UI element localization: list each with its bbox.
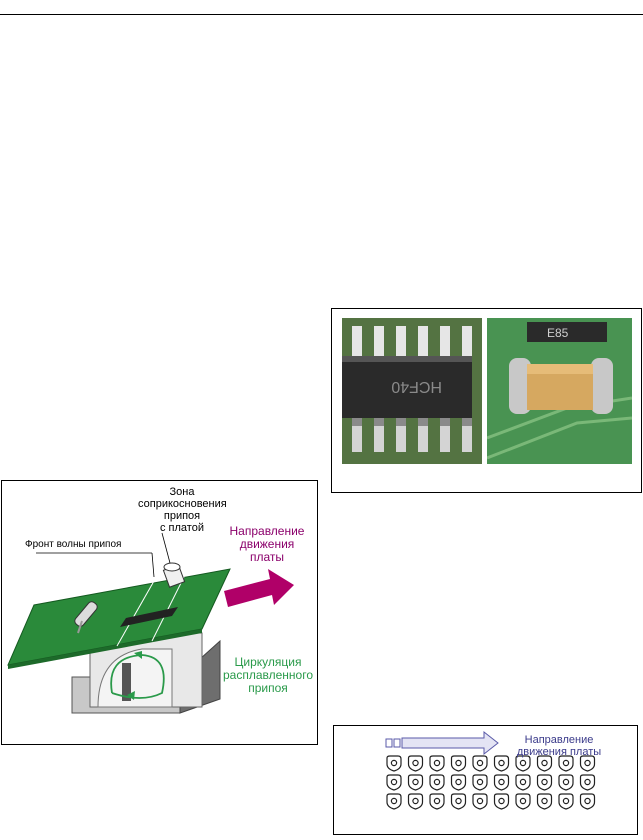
- solder-pad: [558, 774, 574, 791]
- solder-pad: [407, 774, 424, 791]
- circulation-label: Циркуляция расплавленного припоя: [222, 655, 313, 695]
- wave-soldering-diagram: [7, 532, 294, 714]
- contact-line-right: [151, 576, 185, 642]
- pad-hole: [390, 759, 398, 767]
- pad-hole: [390, 797, 398, 805]
- pad-hole: [498, 797, 505, 805]
- capacitor: [162, 562, 186, 588]
- pad-hole: [476, 797, 484, 805]
- nozzle-baffle: [122, 663, 131, 701]
- solder-pad: [407, 793, 424, 810]
- pad-hole: [562, 759, 570, 767]
- solder-pad: [558, 793, 574, 810]
- solder-pad: [429, 774, 445, 791]
- solder-pad: [386, 793, 402, 810]
- pad-hole: [584, 778, 591, 786]
- wave-soldering-figure: Зона соприкосновения припоя с платой Фро…: [1, 480, 318, 745]
- pad-hole: [476, 759, 484, 767]
- contact-line-left: [116, 580, 155, 647]
- pad-layout-figure: Направление движения платы: [333, 725, 638, 835]
- solder-pad: [536, 774, 553, 791]
- solder-pad: [536, 793, 553, 810]
- circulation-arrowhead-bottom: [127, 691, 135, 700]
- solder-pad: [450, 755, 467, 772]
- board-direction-arrow: [401, 730, 499, 756]
- pad-hole: [433, 778, 441, 786]
- pad-hole: [519, 797, 527, 805]
- solder-pad: [515, 793, 531, 810]
- pad-hole: [498, 759, 505, 767]
- pad-hole: [562, 778, 570, 786]
- pad-hole: [455, 797, 462, 805]
- solder-photos-figure: HCF40 E85: [331, 308, 642, 493]
- arrow-tail-mark-1: [385, 738, 393, 748]
- solder-pad: [558, 755, 574, 772]
- resistor: [74, 601, 98, 634]
- pad-hole: [412, 778, 419, 786]
- pad-hole: [541, 759, 548, 767]
- solder-pad: [472, 755, 488, 772]
- part-marking: E85: [547, 326, 569, 340]
- pad-hole: [584, 797, 591, 805]
- solder-pad: [579, 774, 596, 791]
- pad-hole: [519, 759, 527, 767]
- pad-hole: [390, 778, 398, 786]
- wave-front-label: Фронт волны припоя: [25, 539, 122, 550]
- pad-hole: [412, 759, 419, 767]
- pad-hole: [541, 778, 548, 786]
- pad-hole: [498, 778, 505, 786]
- circulation-arrowhead-top: [134, 651, 142, 659]
- pad-grid: [386, 755, 596, 810]
- chip-marking: HCF40: [391, 378, 442, 395]
- contact-zone-label: Зона соприкосновения припоя с платой: [138, 486, 227, 534]
- solder-pad: [493, 793, 510, 810]
- solder-pad: [429, 755, 445, 772]
- solder-pad: [450, 774, 467, 791]
- solder-pad: [493, 755, 510, 772]
- solder-pad: [450, 793, 467, 810]
- pad-hole: [541, 797, 548, 805]
- pad-hole: [455, 759, 462, 767]
- solder-pad: [386, 774, 402, 791]
- solder-pad: [579, 793, 596, 810]
- pad-hole: [584, 759, 591, 767]
- solder-pad: [536, 755, 553, 772]
- solder-pad: [472, 793, 488, 810]
- pad-hole: [433, 759, 441, 767]
- circulation-loop: [110, 654, 165, 699]
- chip-joints-photo: HCF40: [342, 318, 482, 464]
- pad-hole: [562, 797, 570, 805]
- solder-pad: [407, 755, 424, 772]
- pad-hole: [433, 797, 441, 805]
- contact-zone-pointer: [161, 532, 171, 564]
- pad-hole: [455, 778, 462, 786]
- solder-pad: [515, 774, 531, 791]
- board-direction-label: Направление движения платы: [229, 524, 305, 564]
- pad-hole: [476, 778, 484, 786]
- arrow-tail-mark-2: [393, 738, 401, 748]
- pad-layout-diagram: [385, 730, 596, 810]
- board-direction-arrow: [224, 569, 294, 607]
- solder-pad: [515, 755, 531, 772]
- solder-pad: [429, 793, 445, 810]
- pad-hole: [412, 797, 419, 805]
- pad-direction-label: Направление движения платы: [516, 734, 602, 758]
- solder-pad: [579, 755, 596, 772]
- header-rule: [0, 14, 643, 15]
- ic-chip: [120, 607, 178, 627]
- solder-pad: [386, 755, 402, 772]
- pad-hole: [519, 778, 527, 786]
- solder-pad: [493, 774, 510, 791]
- solder-pad: [472, 774, 488, 791]
- solder-wave: [97, 648, 173, 708]
- capacitor-joint-photo: E85: [487, 318, 632, 464]
